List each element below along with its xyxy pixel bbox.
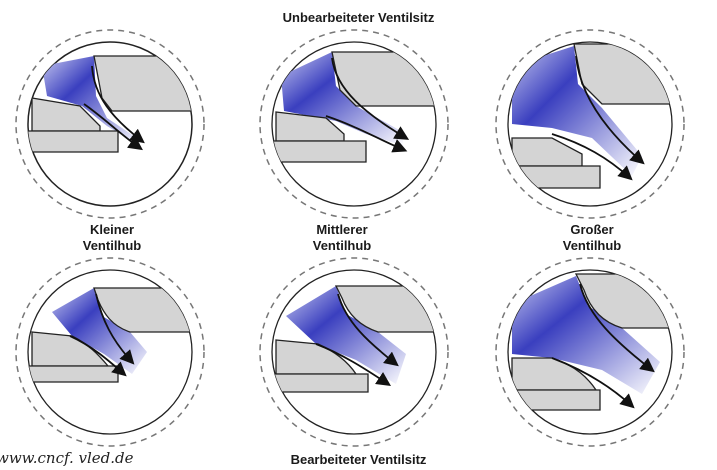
valve-disc-base bbox=[272, 373, 369, 393]
label-small-lift-line1: Kleiner bbox=[89, 222, 135, 237]
valve-disc-step bbox=[31, 97, 101, 132]
title-unmachined-seat: Unbearbeiteter Ventilsitz bbox=[282, 10, 435, 25]
dashed-ring bbox=[495, 29, 685, 219]
label-large-lift-line1: Großer bbox=[570, 222, 614, 237]
label-large-lift: Großer Ventilhub bbox=[522, 222, 662, 254]
valve-seat-upper bbox=[331, 51, 436, 107]
flow-arrow-lower bbox=[69, 335, 127, 377]
valve-disc-base bbox=[508, 389, 601, 411]
dashed-ring bbox=[15, 257, 205, 447]
flow-field bbox=[512, 276, 660, 394]
flow-arrow-lower bbox=[551, 357, 635, 409]
label-large-lift-line2: Ventilhub bbox=[562, 238, 622, 253]
flow-field bbox=[281, 52, 404, 146]
title-machined-seat: Bearbeiteter Ventilsitz bbox=[290, 452, 427, 467]
label-medium-lift: Mittlerer Ventilhub bbox=[272, 222, 412, 254]
flow-arrow-upper bbox=[95, 293, 135, 365]
panel-machined-small-lift bbox=[15, 257, 205, 447]
label-small-lift-line2: Ventilhub bbox=[82, 238, 142, 253]
panel-unmachined-small-lift bbox=[15, 29, 205, 219]
flow-arrow-lower bbox=[551, 133, 633, 181]
dashed-ring bbox=[259, 257, 449, 447]
flow-arrow-upper bbox=[331, 57, 410, 140]
valve-disc-base bbox=[28, 365, 119, 383]
watermark-text: www.cncf. vled.de bbox=[0, 449, 134, 467]
panel-machined-large-lift bbox=[495, 257, 685, 447]
flow-arrow-upper bbox=[337, 293, 399, 367]
flow-arrow-lower bbox=[315, 343, 391, 386]
valve-disc-step bbox=[275, 111, 345, 142]
flow-arrow-upper bbox=[575, 55, 645, 165]
flow-arrow-upper bbox=[579, 283, 655, 373]
flow-arrow-lower bbox=[83, 103, 143, 151]
panel-unmachined-large-lift bbox=[495, 29, 685, 219]
flow-arrow-lower bbox=[325, 115, 408, 153]
valve-seat-upper bbox=[334, 285, 436, 333]
flow-field bbox=[512, 46, 642, 176]
flow-arrow-upper bbox=[91, 65, 145, 144]
valve-disc-base bbox=[508, 165, 601, 189]
label-medium-lift-line2: Ventilhub bbox=[312, 238, 372, 253]
dashed-ring bbox=[15, 29, 205, 219]
valve-disc-base bbox=[272, 140, 367, 163]
panel-machined-medium-lift bbox=[259, 257, 449, 447]
valve-disc-base bbox=[28, 130, 119, 153]
label-medium-lift-line1: Mittlerer bbox=[316, 222, 368, 237]
dashed-ring bbox=[495, 257, 685, 447]
flow-field bbox=[286, 286, 406, 384]
dashed-ring bbox=[259, 29, 449, 219]
valve-seat-upper bbox=[93, 55, 192, 112]
label-small-lift: Kleiner Ventilhub bbox=[42, 222, 182, 254]
panel-unmachined-medium-lift bbox=[259, 29, 449, 219]
flow-field bbox=[42, 56, 140, 146]
